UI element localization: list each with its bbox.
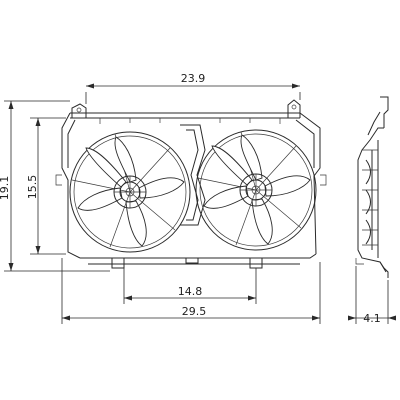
side-view: [355, 96, 389, 278]
dim-top-width-label: 23.9: [181, 72, 206, 85]
left-fan: [69, 131, 191, 253]
shroud-outline: [55, 99, 327, 269]
dim-inner-height-label: 15.5: [26, 175, 39, 200]
right-fan: [195, 129, 317, 251]
dim-total-width-label: 29.5: [182, 305, 207, 318]
dim-depth-label: 4.1: [363, 312, 381, 325]
dim-total-width: 29.5: [61, 258, 321, 324]
dim-fan-spacing: 14.8: [123, 268, 257, 304]
dim-depth: 4.1: [348, 266, 396, 325]
dim-total-height: 19.1: [0, 100, 110, 272]
dim-fan-spacing-label: 14.8: [178, 285, 203, 298]
dim-top-width: 23.9: [85, 72, 301, 104]
dim-inner-height: 15.5: [26, 117, 66, 255]
dim-total-height-label: 19.1: [0, 176, 11, 201]
